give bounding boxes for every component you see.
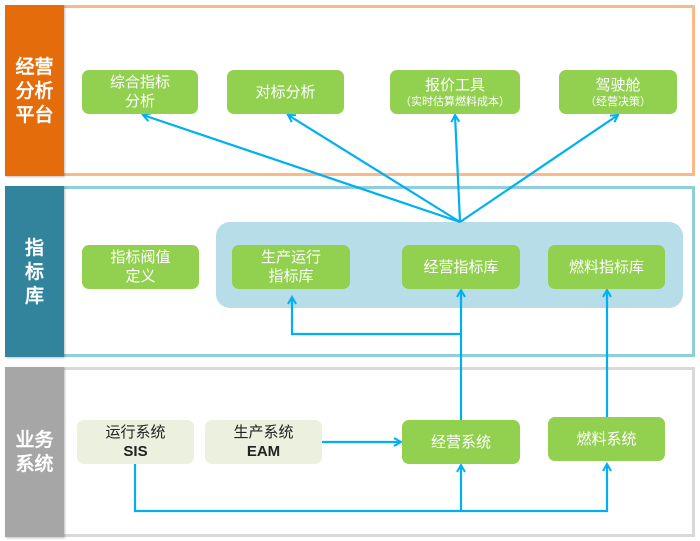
node-production-index[interactable]: 生产运行 指标库	[232, 245, 350, 289]
layer-label-line: 标	[24, 260, 44, 283]
node-label: 指标库	[268, 267, 314, 285]
node-label: 燃料指标库	[568, 257, 644, 276]
node-label: EAM	[246, 443, 281, 460]
node-composite-analysis[interactable]: 综合指标 分析	[82, 70, 198, 114]
node-label: SIS	[123, 443, 148, 460]
node-label: 定义	[125, 267, 156, 285]
node-benchmark-analysis[interactable]: 对标分析	[227, 70, 344, 114]
node-label: 经营系统	[430, 432, 491, 451]
node-label: 报价工具	[424, 75, 485, 94]
node-threshold-definition[interactable]: 指标阀值 定义	[82, 245, 199, 289]
layer-label-business-systems: 业务 系统	[5, 367, 64, 537]
node-label: 生产系统	[233, 423, 294, 441]
node-fuel-index[interactable]: 燃料指标库	[548, 245, 665, 289]
layer-label-line: 系统	[15, 453, 54, 475]
node-cockpit[interactable]: 驾驶舱 （经营决策）	[559, 70, 677, 114]
node-sis[interactable]: 运行系统 SIS	[77, 420, 194, 464]
node-label: 分析	[124, 92, 155, 110]
node-label: 运行系统	[105, 423, 166, 441]
layer-label-line: 指	[24, 236, 44, 259]
node-business-system[interactable]: 经营系统	[402, 420, 520, 464]
node-sublabel: （实时估算燃料成本）	[400, 94, 510, 108]
layer-label-line: 分析	[15, 79, 54, 102]
layer-label-line: 业务	[15, 429, 54, 451]
node-quote-tool[interactable]: 报价工具 （实时估算燃料成本）	[390, 70, 520, 114]
node-business-index[interactable]: 经营指标库	[402, 245, 520, 289]
node-sublabel: （经营决策）	[585, 94, 651, 108]
node-label: 综合指标	[109, 73, 170, 91]
node-label: 指标阀值	[110, 248, 171, 266]
node-label: 驾驶舱	[595, 75, 641, 94]
node-fuel-system[interactable]: 燃料系统	[548, 417, 665, 461]
node-label: 燃料系统	[576, 429, 637, 448]
layer-label-line: 平台	[15, 103, 54, 126]
node-eam[interactable]: 生产系统 EAM	[205, 420, 322, 464]
layer-label-analysis-platform: 经营 分析 平台	[5, 5, 64, 176]
node-label: 对标分析	[255, 82, 316, 101]
layer-label-line: 库	[24, 284, 44, 307]
node-label: 经营指标库	[423, 257, 499, 276]
layer-label-index-library: 指 标 库	[5, 186, 64, 357]
layer-label-line: 经营	[15, 55, 54, 78]
node-label: 生产运行	[260, 248, 321, 266]
